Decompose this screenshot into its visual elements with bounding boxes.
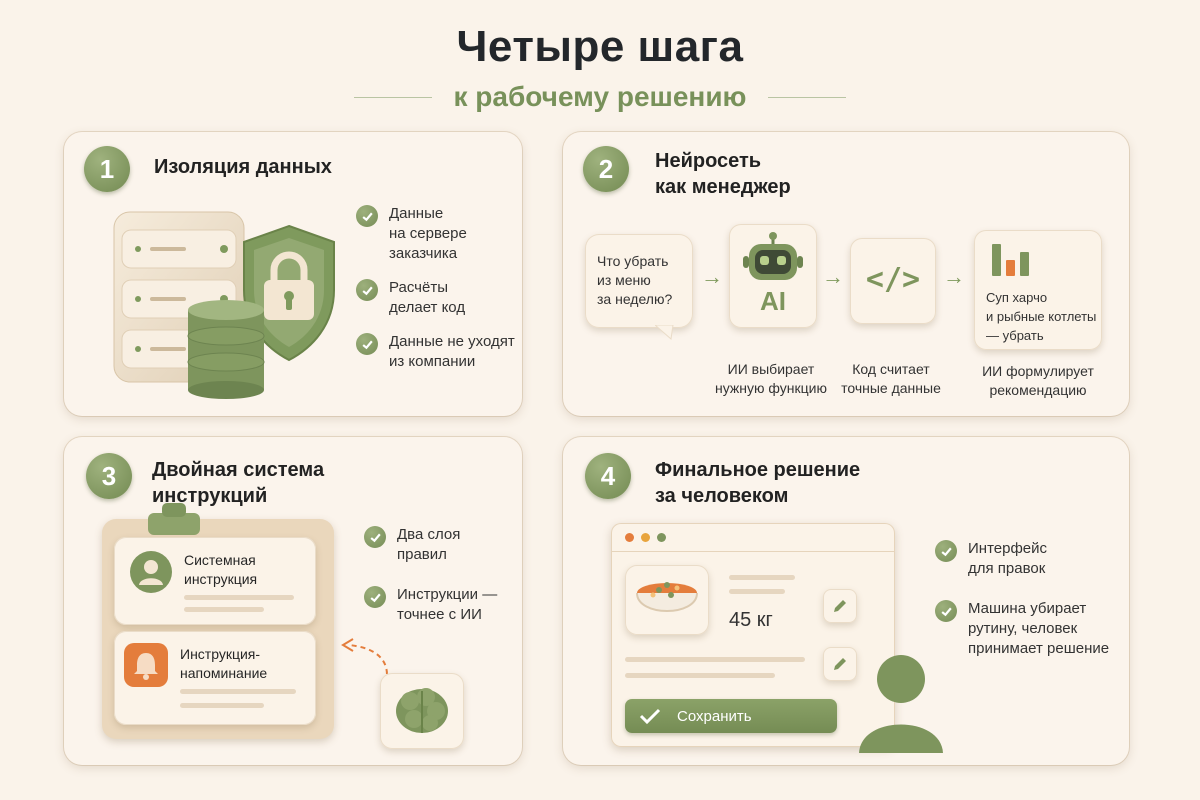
window-titlebar <box>611 523 895 552</box>
step-title-2: Нейросеть как менеджер <box>655 150 791 198</box>
dashed-connector-arrow <box>341 638 388 719</box>
step-title-1: Изоляция данных <box>154 156 332 178</box>
text-line <box>729 575 795 580</box>
ai-label: AI <box>760 286 786 316</box>
check-icon <box>935 540 957 562</box>
reminder-instruction-card: Инструкция- напоминание <box>114 631 316 725</box>
ai-tile: AI <box>729 224 817 328</box>
step-title-4: Финальное решение за человеком <box>655 459 861 507</box>
reminder-instruction-label: Инструкция- напоминание <box>180 646 268 681</box>
window-dot-orange <box>625 533 634 542</box>
step-badge-1: 1 <box>84 146 130 192</box>
check-icon <box>356 205 378 227</box>
text-line <box>625 673 775 678</box>
person-icon <box>859 655 943 753</box>
text-line <box>625 657 805 662</box>
text-line <box>729 589 785 594</box>
app-window: 45 кг Сохранить <box>611 523 895 747</box>
pencil-icon <box>834 600 846 612</box>
step-title-3: Двойная система инструкций <box>152 459 325 507</box>
question-text: Что убрать из меню за неделю? <box>597 253 673 307</box>
bar-chart-icon <box>992 244 1029 276</box>
step-card-2: 2 Нейросеть как менеджер Что убрать из м… <box>563 132 1129 416</box>
result-tile: Суп харчо и рыбные котлеты — убрать <box>974 230 1102 350</box>
robot-icon <box>743 232 803 280</box>
flow-arrow-1: → <box>701 264 723 289</box>
question-bubble: Что убрать из меню за неделю? <box>585 234 693 328</box>
soup-tile <box>625 565 709 635</box>
step3-check-1: Два слоя правил <box>364 525 460 565</box>
edit-row-button[interactable] <box>823 647 857 681</box>
bubble-tail <box>655 325 674 340</box>
pencil-icon <box>834 658 846 670</box>
step-card-4: 4 Финальное решение за человеком 45 кг <box>563 437 1129 765</box>
save-button[interactable]: Сохранить <box>625 699 837 733</box>
step4-check-2: Машина убирает рутину, человек принимает… <box>935 599 1109 659</box>
text-line <box>184 607 264 612</box>
user-icon <box>130 551 172 593</box>
step1-check-1: Данные на сервере заказчика <box>356 204 467 264</box>
subtitle-row: к рабочему решению <box>0 80 1200 114</box>
check-icon <box>364 586 386 608</box>
weight-value: 45 кг <box>729 609 773 631</box>
result-text: Суп харчо и рыбные котлеты — убрать <box>986 290 1097 343</box>
code-tile: </> <box>850 238 936 324</box>
page-title: Четыре шага <box>456 22 744 71</box>
check-icon <box>935 600 957 622</box>
shield-lock-icon <box>243 224 335 362</box>
caption-code: Код считает точные данные <box>841 361 941 396</box>
check-icon <box>356 279 378 301</box>
brain-icon <box>396 688 448 733</box>
code-icon: </> <box>865 262 921 297</box>
system-instruction-card: Системная инструкция <box>114 537 316 625</box>
database-icon <box>187 300 265 399</box>
text-line <box>180 689 296 694</box>
check-icon <box>356 333 378 355</box>
subtitle-divider-right <box>768 96 847 98</box>
subtitle-divider-left <box>353 96 432 98</box>
brain-tile <box>380 673 464 749</box>
step1-check-3: Данные не уходят из компании <box>356 332 515 372</box>
text-line <box>180 703 264 708</box>
window-dot-yellow <box>641 533 650 542</box>
step1-check-2: Расчёты делает код <box>356 278 465 318</box>
save-button-label: Сохранить <box>677 707 752 725</box>
step-card-1: 1 Изоляция данных Данные на сервере зака… <box>64 132 522 416</box>
step-badge-4: 4 <box>585 453 631 499</box>
text-line <box>184 595 294 600</box>
step4-check-1: Интерфейс для правок <box>935 539 1047 579</box>
clipboard-clip <box>148 503 200 535</box>
bell-icon <box>124 643 168 687</box>
caption-ai: ИИ выбирает нужную функцию <box>715 361 827 396</box>
step-card-3: 3 Двойная система инструкций Системная и… <box>64 437 522 765</box>
page-subtitle: к рабочему решению <box>453 81 747 112</box>
caption-recommendation: ИИ формулирует рекомендацию <box>982 363 1094 398</box>
soup-bowl-icon <box>636 582 698 612</box>
step-badge-2: 2 <box>583 146 629 192</box>
flow-arrow-3: → <box>943 264 965 289</box>
edit-weight-button[interactable] <box>823 589 857 623</box>
step3-check-2: Инструкции — точнее с ИИ <box>364 585 497 625</box>
check-icon <box>364 526 386 548</box>
flow-arrow-2: → <box>822 264 844 289</box>
checkmark-icon <box>639 708 661 725</box>
window-dot-green <box>657 533 666 542</box>
step-badge-3: 3 <box>86 453 132 499</box>
system-instruction-label: Системная инструкция <box>184 552 258 587</box>
